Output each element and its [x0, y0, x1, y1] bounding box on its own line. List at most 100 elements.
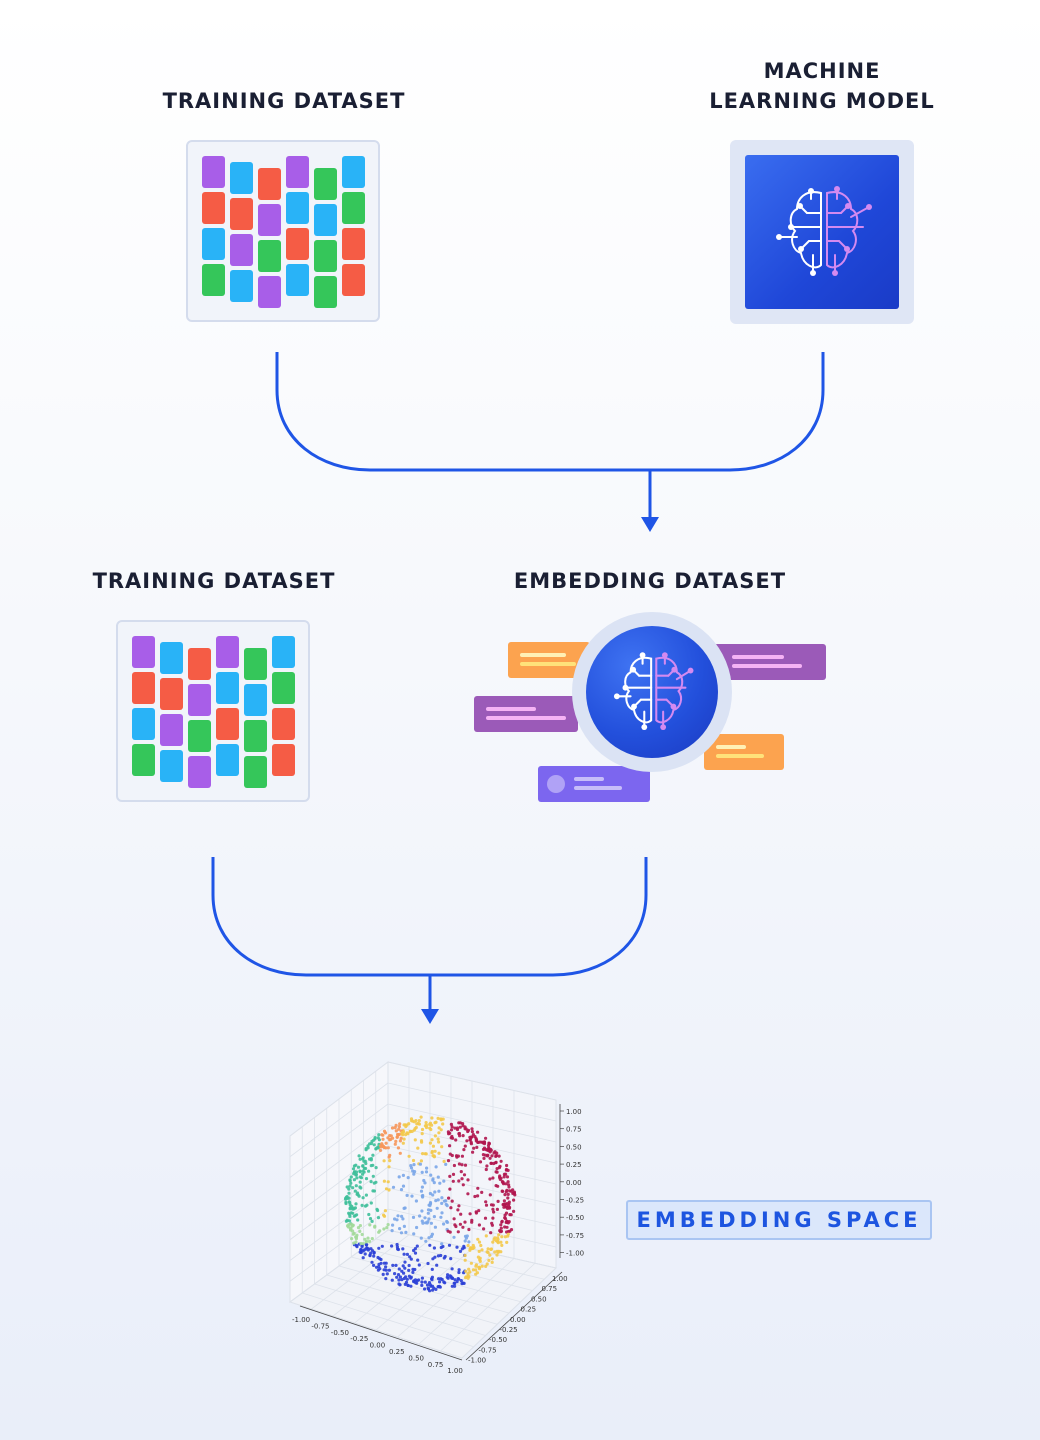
embedding-point — [490, 1154, 494, 1158]
embedding-point — [429, 1221, 433, 1225]
embedding-point — [401, 1217, 405, 1221]
embedding-point — [506, 1180, 510, 1184]
embedding-point — [488, 1193, 492, 1197]
embedding-point — [348, 1178, 352, 1182]
embedding-point — [395, 1218, 399, 1222]
dataset-tile — [216, 636, 239, 668]
embedding-point — [390, 1126, 395, 1130]
y-tick-label: -0.50 — [489, 1336, 507, 1344]
embedding-point — [456, 1208, 460, 1212]
embedding-point — [361, 1164, 365, 1168]
embedding-point — [413, 1267, 417, 1272]
embedding-point — [420, 1185, 424, 1189]
embedding-point — [438, 1181, 442, 1185]
embedding-point — [495, 1207, 499, 1211]
embedding-point — [410, 1194, 414, 1198]
embedding-point — [469, 1135, 473, 1139]
embedding-point — [489, 1231, 493, 1235]
embedding-point — [390, 1229, 394, 1233]
embedding-point — [476, 1237, 480, 1241]
embedding-point — [404, 1230, 408, 1234]
embedding-point — [378, 1229, 382, 1233]
embedding-point — [397, 1124, 401, 1129]
embedding-point — [437, 1140, 441, 1144]
embedding-point — [469, 1140, 473, 1144]
embedding-point — [422, 1178, 426, 1183]
embedding-point — [458, 1249, 463, 1253]
embedding-point — [402, 1271, 406, 1275]
embedding-point — [452, 1217, 456, 1221]
embedding-point — [394, 1263, 398, 1267]
embedding-point — [441, 1122, 445, 1126]
embedding-point — [364, 1243, 368, 1247]
embedding-point — [503, 1193, 507, 1197]
embedding-point — [502, 1202, 506, 1206]
z-tick-label: 0.25 — [566, 1161, 582, 1169]
embedding-point — [387, 1268, 391, 1272]
dataset-tile — [160, 750, 183, 782]
embedding-point — [395, 1242, 399, 1247]
embedding-point — [401, 1173, 405, 1177]
embedding-point — [368, 1217, 373, 1221]
embedding-point — [457, 1277, 461, 1281]
embedding-point — [437, 1131, 441, 1135]
embedding-point — [477, 1265, 481, 1269]
embedding-point — [450, 1199, 454, 1203]
embedding-point — [498, 1175, 502, 1180]
embedding-point — [430, 1232, 434, 1236]
embedding-point — [413, 1138, 417, 1142]
embedding-point — [431, 1144, 435, 1148]
x-tick-label: 0.25 — [389, 1348, 405, 1356]
embedding-point — [405, 1252, 409, 1256]
embedding-point — [386, 1180, 390, 1184]
embedding-point — [387, 1165, 391, 1169]
embedding-point — [482, 1140, 487, 1145]
embedding-point — [433, 1134, 437, 1138]
embedding-point — [405, 1123, 409, 1127]
dataset-tile — [202, 264, 225, 296]
embedding-point — [499, 1240, 503, 1244]
y-tick-label: 0.75 — [542, 1285, 558, 1293]
embedding-point — [458, 1222, 462, 1226]
dataset-tile — [132, 672, 155, 704]
embedding-point — [488, 1150, 492, 1154]
embedding-point — [430, 1267, 434, 1271]
embedding-point — [388, 1153, 392, 1157]
embedding-point — [470, 1130, 474, 1134]
embedding-point — [428, 1202, 433, 1206]
embedding-point — [415, 1244, 419, 1248]
embedding-point — [430, 1116, 434, 1120]
embedding-point — [491, 1207, 495, 1211]
brain-circuit-icon — [613, 652, 694, 731]
embedding-point — [504, 1172, 508, 1176]
embedding-point — [490, 1260, 494, 1264]
embedding-point — [495, 1170, 499, 1174]
embedding-point — [379, 1145, 383, 1149]
embedding-point — [497, 1233, 501, 1237]
embedding-point — [468, 1212, 472, 1216]
embedding-point — [434, 1199, 438, 1203]
embedding-point — [464, 1275, 468, 1279]
embedding-point — [416, 1146, 420, 1150]
embedding-point — [372, 1254, 376, 1258]
embedding-point — [413, 1251, 418, 1255]
embedding-point — [424, 1121, 428, 1125]
embedding-point — [453, 1281, 457, 1286]
embedding-point — [355, 1176, 359, 1180]
z-tick-label: 1.00 — [566, 1108, 582, 1116]
embedding-point — [361, 1196, 365, 1200]
z-tick-label: 0.00 — [566, 1179, 582, 1187]
embedding-point — [482, 1156, 486, 1160]
embedding-point — [374, 1166, 378, 1170]
dataset-tile — [230, 198, 253, 230]
embedding-point — [397, 1132, 401, 1136]
embedding-point — [412, 1232, 416, 1236]
embedding-point — [447, 1196, 451, 1200]
embedding-point — [401, 1184, 406, 1188]
dataset-tile — [272, 744, 295, 776]
embedding-point — [358, 1180, 362, 1184]
embedding-point — [484, 1234, 488, 1238]
embedding-point — [390, 1278, 394, 1282]
embedding-point — [344, 1200, 348, 1204]
embedding-point — [395, 1135, 399, 1139]
